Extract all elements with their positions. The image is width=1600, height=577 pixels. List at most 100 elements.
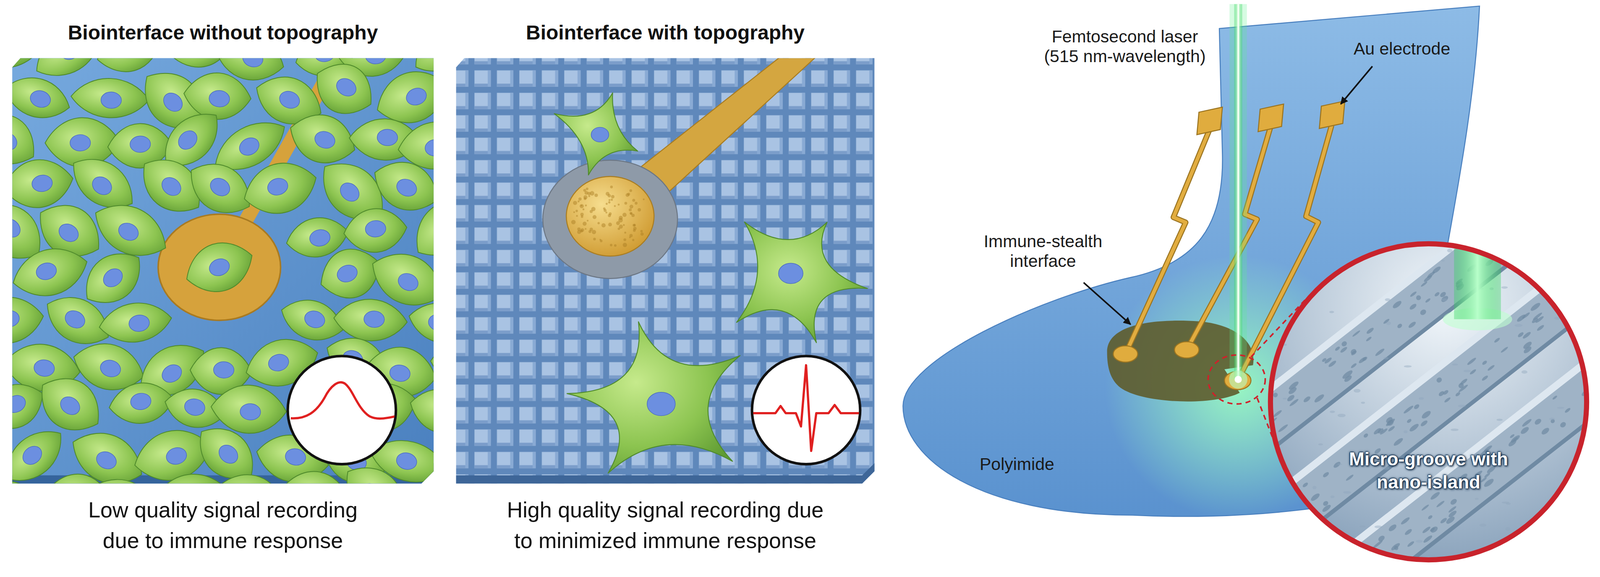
electrode-texture xyxy=(605,211,608,214)
electrode-texture xyxy=(632,238,635,241)
micro-groove-surface xyxy=(1577,474,1585,478)
micro-groove-surface xyxy=(1408,302,1418,311)
immune-cell xyxy=(433,400,458,422)
micro-groove-surface xyxy=(1418,397,1424,400)
immune-cell xyxy=(64,488,87,508)
micro-groove-surface xyxy=(1454,391,1461,398)
micro-groove-surface xyxy=(1169,161,1600,577)
micro-groove-surface xyxy=(1481,374,1489,382)
immune-cell xyxy=(431,217,458,244)
immune-cell xyxy=(28,88,53,110)
micro-groove-surface xyxy=(1521,331,1532,340)
micro-groove-surface xyxy=(1340,340,1348,348)
micro-groove-surface xyxy=(1514,324,1523,327)
immune-cell xyxy=(237,154,324,223)
micro-groove-surface xyxy=(1291,519,1301,528)
electrode-texture xyxy=(597,222,600,225)
immune-cell xyxy=(236,134,262,159)
signal-inset xyxy=(287,355,397,465)
micro-groove-surface xyxy=(1301,481,1309,489)
micro-groove-surface xyxy=(1481,360,1488,367)
immune-cell xyxy=(266,352,291,374)
micro-groove-surface xyxy=(1521,370,1528,374)
electrode-texture xyxy=(585,187,589,191)
immune-cell xyxy=(178,232,261,302)
micro-groove-surface xyxy=(1407,320,1417,330)
micro-groove-surface xyxy=(1419,419,1429,428)
micro-groove-surface xyxy=(1593,392,1600,403)
micro-groove-surface xyxy=(1519,425,1530,436)
micro-groove-surface xyxy=(1553,195,1565,205)
electrode-texture xyxy=(608,198,611,202)
panel-heading: Biointerface without topography xyxy=(12,20,434,45)
micro-groove-surface xyxy=(1372,427,1383,436)
micro-groove-surface xyxy=(1329,410,1335,414)
micro-groove-surface xyxy=(1427,514,1434,521)
immune-cell xyxy=(0,20,44,70)
label-holder: Au electrode xyxy=(1353,39,1464,59)
micro-groove-surface xyxy=(1337,463,1343,466)
micro-groove-surface xyxy=(1285,526,1292,529)
micro-groove-surface xyxy=(1509,433,1521,444)
illustration-panel: Biointerface without topographyLow quali… xyxy=(12,16,434,561)
immune-cell xyxy=(158,361,185,387)
micro-groove-surface xyxy=(1312,486,1317,490)
immune-cell xyxy=(237,154,324,223)
electrode-texture xyxy=(632,223,636,227)
micro-groove-surface xyxy=(1433,291,1441,298)
micro-groove-surface xyxy=(1334,345,1341,352)
micro-groove-surface xyxy=(1421,525,1432,535)
immune-cell xyxy=(736,222,868,343)
micro-groove-surface xyxy=(1321,503,1332,514)
micro-groove-surface xyxy=(1274,533,1280,537)
micro-groove-surface xyxy=(1521,418,1533,428)
electrode-texture xyxy=(591,230,597,235)
immune-cell xyxy=(34,260,59,283)
micro-groove-surface xyxy=(1532,222,1541,231)
micro-groove-surface xyxy=(1424,297,1432,304)
electrode-texture xyxy=(623,238,627,242)
immune-cell xyxy=(567,321,740,474)
electrode-texture xyxy=(580,229,584,233)
micro-groove-surface xyxy=(1349,347,1358,356)
electrode-texture xyxy=(618,217,623,223)
magnifier-circle: Micro-groove with nano-island xyxy=(1268,241,1589,563)
micro-groove-surface xyxy=(1321,357,1327,363)
electrode-texture xyxy=(575,214,578,217)
micro-groove-surface xyxy=(1516,313,1527,324)
electrode-texture xyxy=(573,211,576,214)
immune-cell xyxy=(308,227,332,248)
micro-groove-surface xyxy=(1403,365,1412,368)
micro-groove-surface xyxy=(1386,321,1391,325)
immune-cell xyxy=(0,493,20,515)
immune-cell xyxy=(434,489,457,508)
electrode-texture xyxy=(640,232,644,236)
femtosecond-laser-beam xyxy=(1228,370,1248,389)
electrode-texture xyxy=(610,198,613,201)
label-holder: Femtosecond laser (515 nm-wavelength) xyxy=(1036,26,1214,67)
signal-inset xyxy=(752,355,863,465)
immune-cell xyxy=(239,402,262,421)
electrode-texture xyxy=(624,231,627,234)
immune-cell xyxy=(28,365,112,445)
electrode-texture xyxy=(622,224,625,227)
immune-cell xyxy=(358,480,385,506)
immune-cell xyxy=(0,128,21,154)
micro-groove-surface xyxy=(1501,286,1509,289)
micro-groove-surface xyxy=(1393,544,1399,551)
micro-groove-surface xyxy=(1403,430,1408,434)
micro-groove-surface xyxy=(1351,329,1361,338)
immune-cell xyxy=(341,205,409,256)
micro-groove-surface xyxy=(1458,404,1467,408)
immune-cell xyxy=(100,91,122,109)
immune-cell xyxy=(277,88,302,112)
micro-groove-surface xyxy=(1442,389,1449,396)
micro-groove-surface xyxy=(1330,495,1335,499)
immune-cell xyxy=(426,312,451,333)
micro-groove-surface xyxy=(1385,298,1391,302)
electrode-texture xyxy=(622,212,627,217)
immune-cell xyxy=(433,33,460,59)
micro-groove-surface xyxy=(1541,556,1546,560)
immune-cell xyxy=(209,382,288,436)
micro-groove-surface xyxy=(1409,290,1417,298)
